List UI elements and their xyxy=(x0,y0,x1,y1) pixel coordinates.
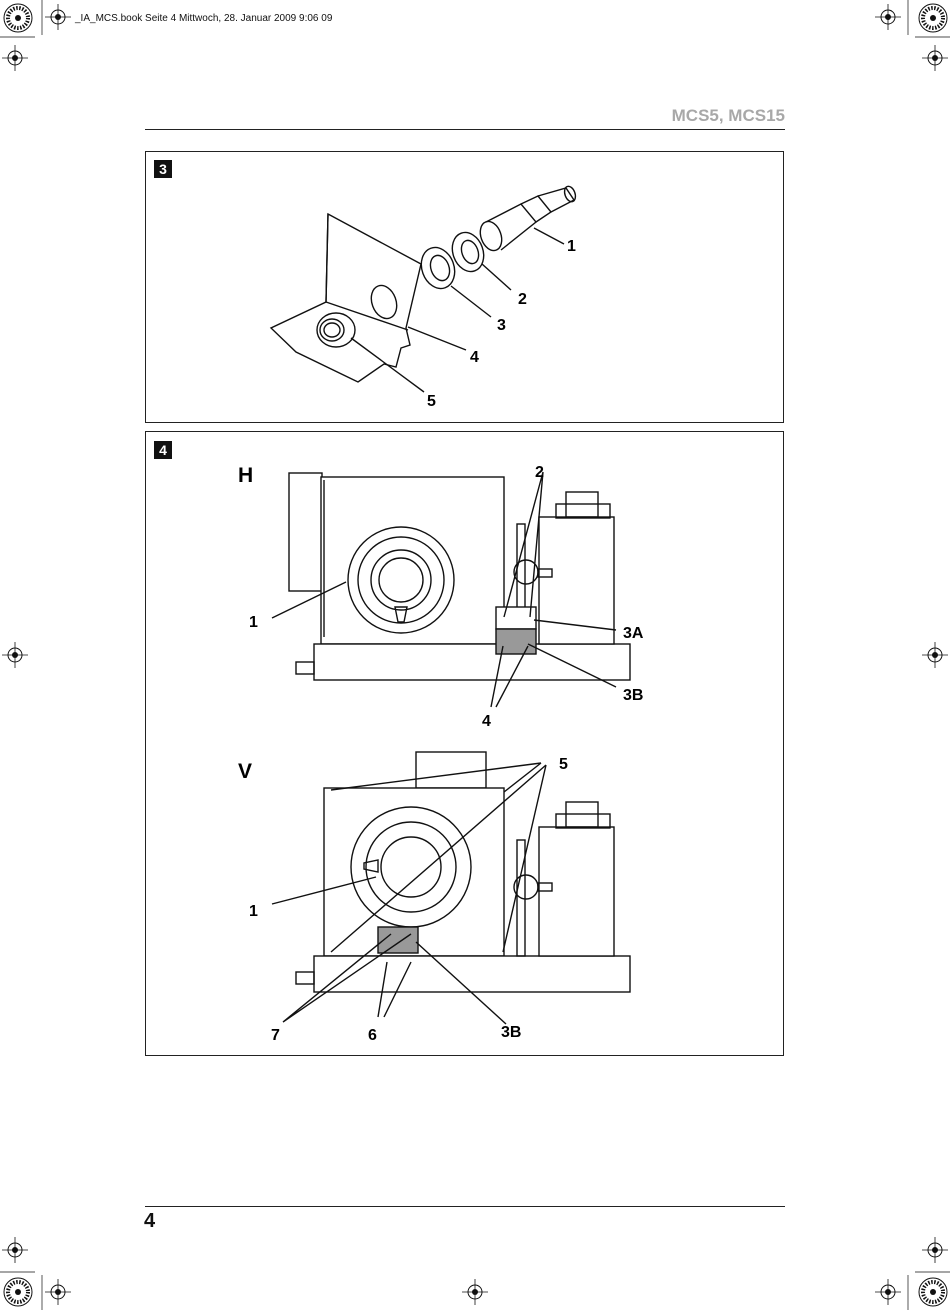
sunburst-mark-icon xyxy=(917,2,949,34)
vertical-mount-view xyxy=(271,751,631,1025)
footer-rule xyxy=(145,1206,785,1207)
sunburst-mark-icon xyxy=(2,2,34,34)
sunburst-mark-icon xyxy=(917,1276,949,1308)
figure-number: 4 xyxy=(154,441,172,459)
crosshair-mark-icon xyxy=(44,1278,72,1306)
figure-number: 3 xyxy=(154,160,172,178)
callout-label: 1 xyxy=(249,614,258,631)
callout-label: 1 xyxy=(567,238,576,255)
view-label-h: H xyxy=(238,464,253,487)
print-header: _IA_MCS.book Seite 4 Mittwoch, 28. Janua… xyxy=(75,13,333,24)
crosshair-mark-icon xyxy=(1,44,29,72)
crosshair-mark-icon xyxy=(921,44,949,72)
crosshair-mark-icon xyxy=(44,3,72,31)
figure-3-panel: 3 xyxy=(145,151,784,423)
sunburst-mark-icon xyxy=(2,1276,34,1308)
page-number: 4 xyxy=(144,1210,156,1232)
callout-label: 3 xyxy=(497,317,506,334)
header-rule xyxy=(145,129,785,130)
callout-label: 4 xyxy=(470,349,479,366)
callout-label: 3B xyxy=(501,1024,521,1041)
view-label-v: V xyxy=(238,760,252,783)
figure-4-panel: 4 H 2 1 xyxy=(145,431,784,1056)
callout-label: 2 xyxy=(518,291,527,308)
callout-label: 1 xyxy=(249,903,258,920)
crosshair-mark-icon xyxy=(921,641,949,669)
crosshair-mark-icon xyxy=(461,1278,489,1306)
mounting-views-illustration: H 2 1 3A 3B xyxy=(238,464,644,1044)
product-title: MCS5, MCS15 xyxy=(671,106,785,125)
callout-label: 3A xyxy=(623,625,644,642)
callout-label: 2 xyxy=(535,464,544,481)
horizontal-mount-view xyxy=(271,471,631,708)
callout-label: 3B xyxy=(623,687,643,704)
callout-label: 7 xyxy=(271,1027,280,1044)
hose-connector-illustration: 1 2 3 4 5 xyxy=(269,185,577,410)
crosshair-mark-icon xyxy=(1,641,29,669)
crosshair-mark-icon xyxy=(921,1236,949,1264)
callout-label: 4 xyxy=(482,713,491,730)
callout-label: 5 xyxy=(559,756,568,773)
crosshair-mark-icon xyxy=(874,1278,902,1306)
crosshair-mark-icon xyxy=(1,1236,29,1264)
callout-label: 5 xyxy=(427,393,436,410)
crosshair-mark-icon xyxy=(874,3,902,31)
callout-label: 6 xyxy=(368,1027,377,1044)
